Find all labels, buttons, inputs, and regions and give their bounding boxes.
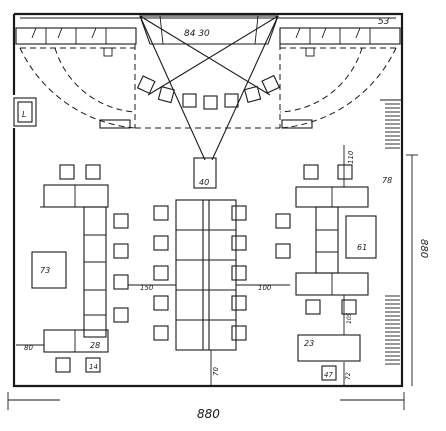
- right-bottom-box: 23: [297, 334, 361, 362]
- left-u-table: [40, 164, 129, 373]
- stage-area: [15, 15, 401, 161]
- dim-right-lower2-label: 72: [345, 372, 352, 380]
- right-table-label: 61: [357, 243, 367, 252]
- right-table-box: 61: [357, 243, 367, 252]
- left-bottom-box-label: 28: [90, 341, 100, 350]
- dim-right-vertical-label: 880: [418, 239, 429, 258]
- right-bottom-box-label: 23: [304, 339, 314, 348]
- dim-right-lower: 105 72: [343, 295, 353, 386]
- dim-bottom: 880: [7, 392, 405, 421]
- front-box-label: 40: [199, 178, 209, 187]
- right-small-box: 47: [321, 365, 337, 381]
- right-radiator: [380, 99, 402, 365]
- dim-center-bottom-label: 70: [212, 367, 220, 376]
- left-table-label: 73: [40, 266, 50, 275]
- room-walls: [12, 12, 404, 388]
- dim-bottom-label: 880: [197, 407, 220, 421]
- left-small-box: 14: [89, 363, 98, 371]
- dim-right-row-label: 100: [258, 284, 272, 292]
- left-small-box-label: 14: [89, 363, 98, 371]
- dim-right-top: 110: [343, 145, 355, 187]
- left-wall-box: L: [13, 97, 37, 127]
- dim-right-mid-label: 78: [382, 176, 392, 185]
- front-box: 40: [193, 157, 217, 189]
- dim-left-edge: 80: [16, 344, 44, 352]
- dim-left-row-label: 150: [140, 284, 154, 292]
- right-small-box-label: 47: [324, 371, 333, 379]
- top-right-label: 53: [378, 17, 390, 27]
- left-table-box: 73: [31, 251, 67, 289]
- dim-right-top-label: 110: [347, 150, 355, 164]
- dim-right-vertical: 880: [406, 154, 429, 386]
- left-bottom-box: 28: [90, 341, 100, 350]
- top-center-label: 84 30: [184, 29, 210, 39]
- dim-right-mid: 78: [382, 176, 392, 185]
- dim-right-lower-label: 105: [346, 312, 353, 324]
- dim-center-bottom: 70: [210, 350, 220, 386]
- dim-left-row: 150: [128, 284, 176, 292]
- right-u-table: [275, 164, 377, 315]
- center-table: [153, 199, 247, 351]
- dim-left-edge-label: 80: [24, 344, 33, 352]
- dim-right-row: 100: [236, 284, 290, 292]
- left-wall-box-label: L: [22, 110, 26, 119]
